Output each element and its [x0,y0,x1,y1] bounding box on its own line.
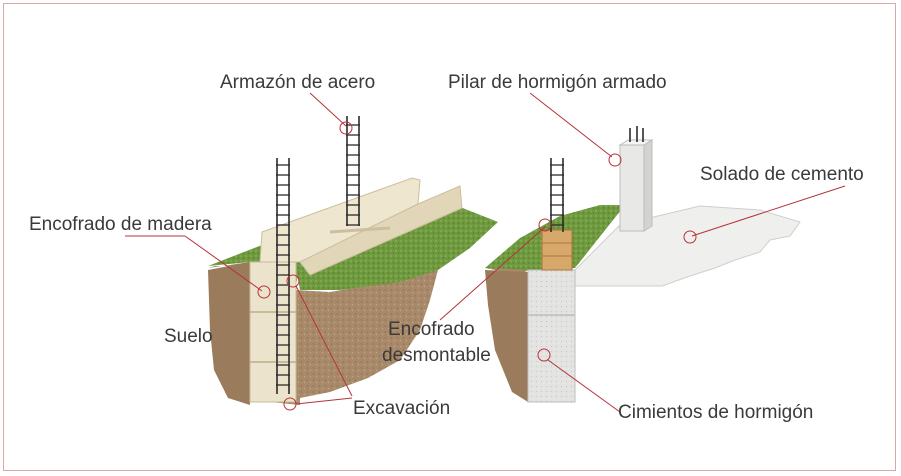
label-wood-formwork: Encofrado de madera [29,214,212,235]
label-removable-formwork-1: Encofrado [388,319,475,340]
right-illustration [485,126,801,403]
left-rebar-cage-1 [276,158,290,394]
leader-lines [125,92,846,413]
right-removable-formwork [541,229,573,271]
image-frame [3,3,896,471]
left-soil-front [208,262,250,405]
label-reinforced-pillar: Pilar de hormigón armado [448,72,667,93]
label-excavation: Excavación [353,398,450,419]
label-removable-formwork-2: desmontable [382,345,491,366]
label-steel-frame: Armazón de acero [220,72,375,93]
right-concrete-pillar [618,126,654,232]
left-rebar-cage-2 [346,116,360,226]
label-concrete-foundation: Cimientos de hormigón [618,402,813,423]
right-rebar-cage [550,158,564,232]
left-illustration [208,116,498,405]
label-soil: Suelo [164,326,213,347]
right-concrete-foundation [527,269,576,403]
label-cement-screed: Solado de cemento [700,164,864,185]
